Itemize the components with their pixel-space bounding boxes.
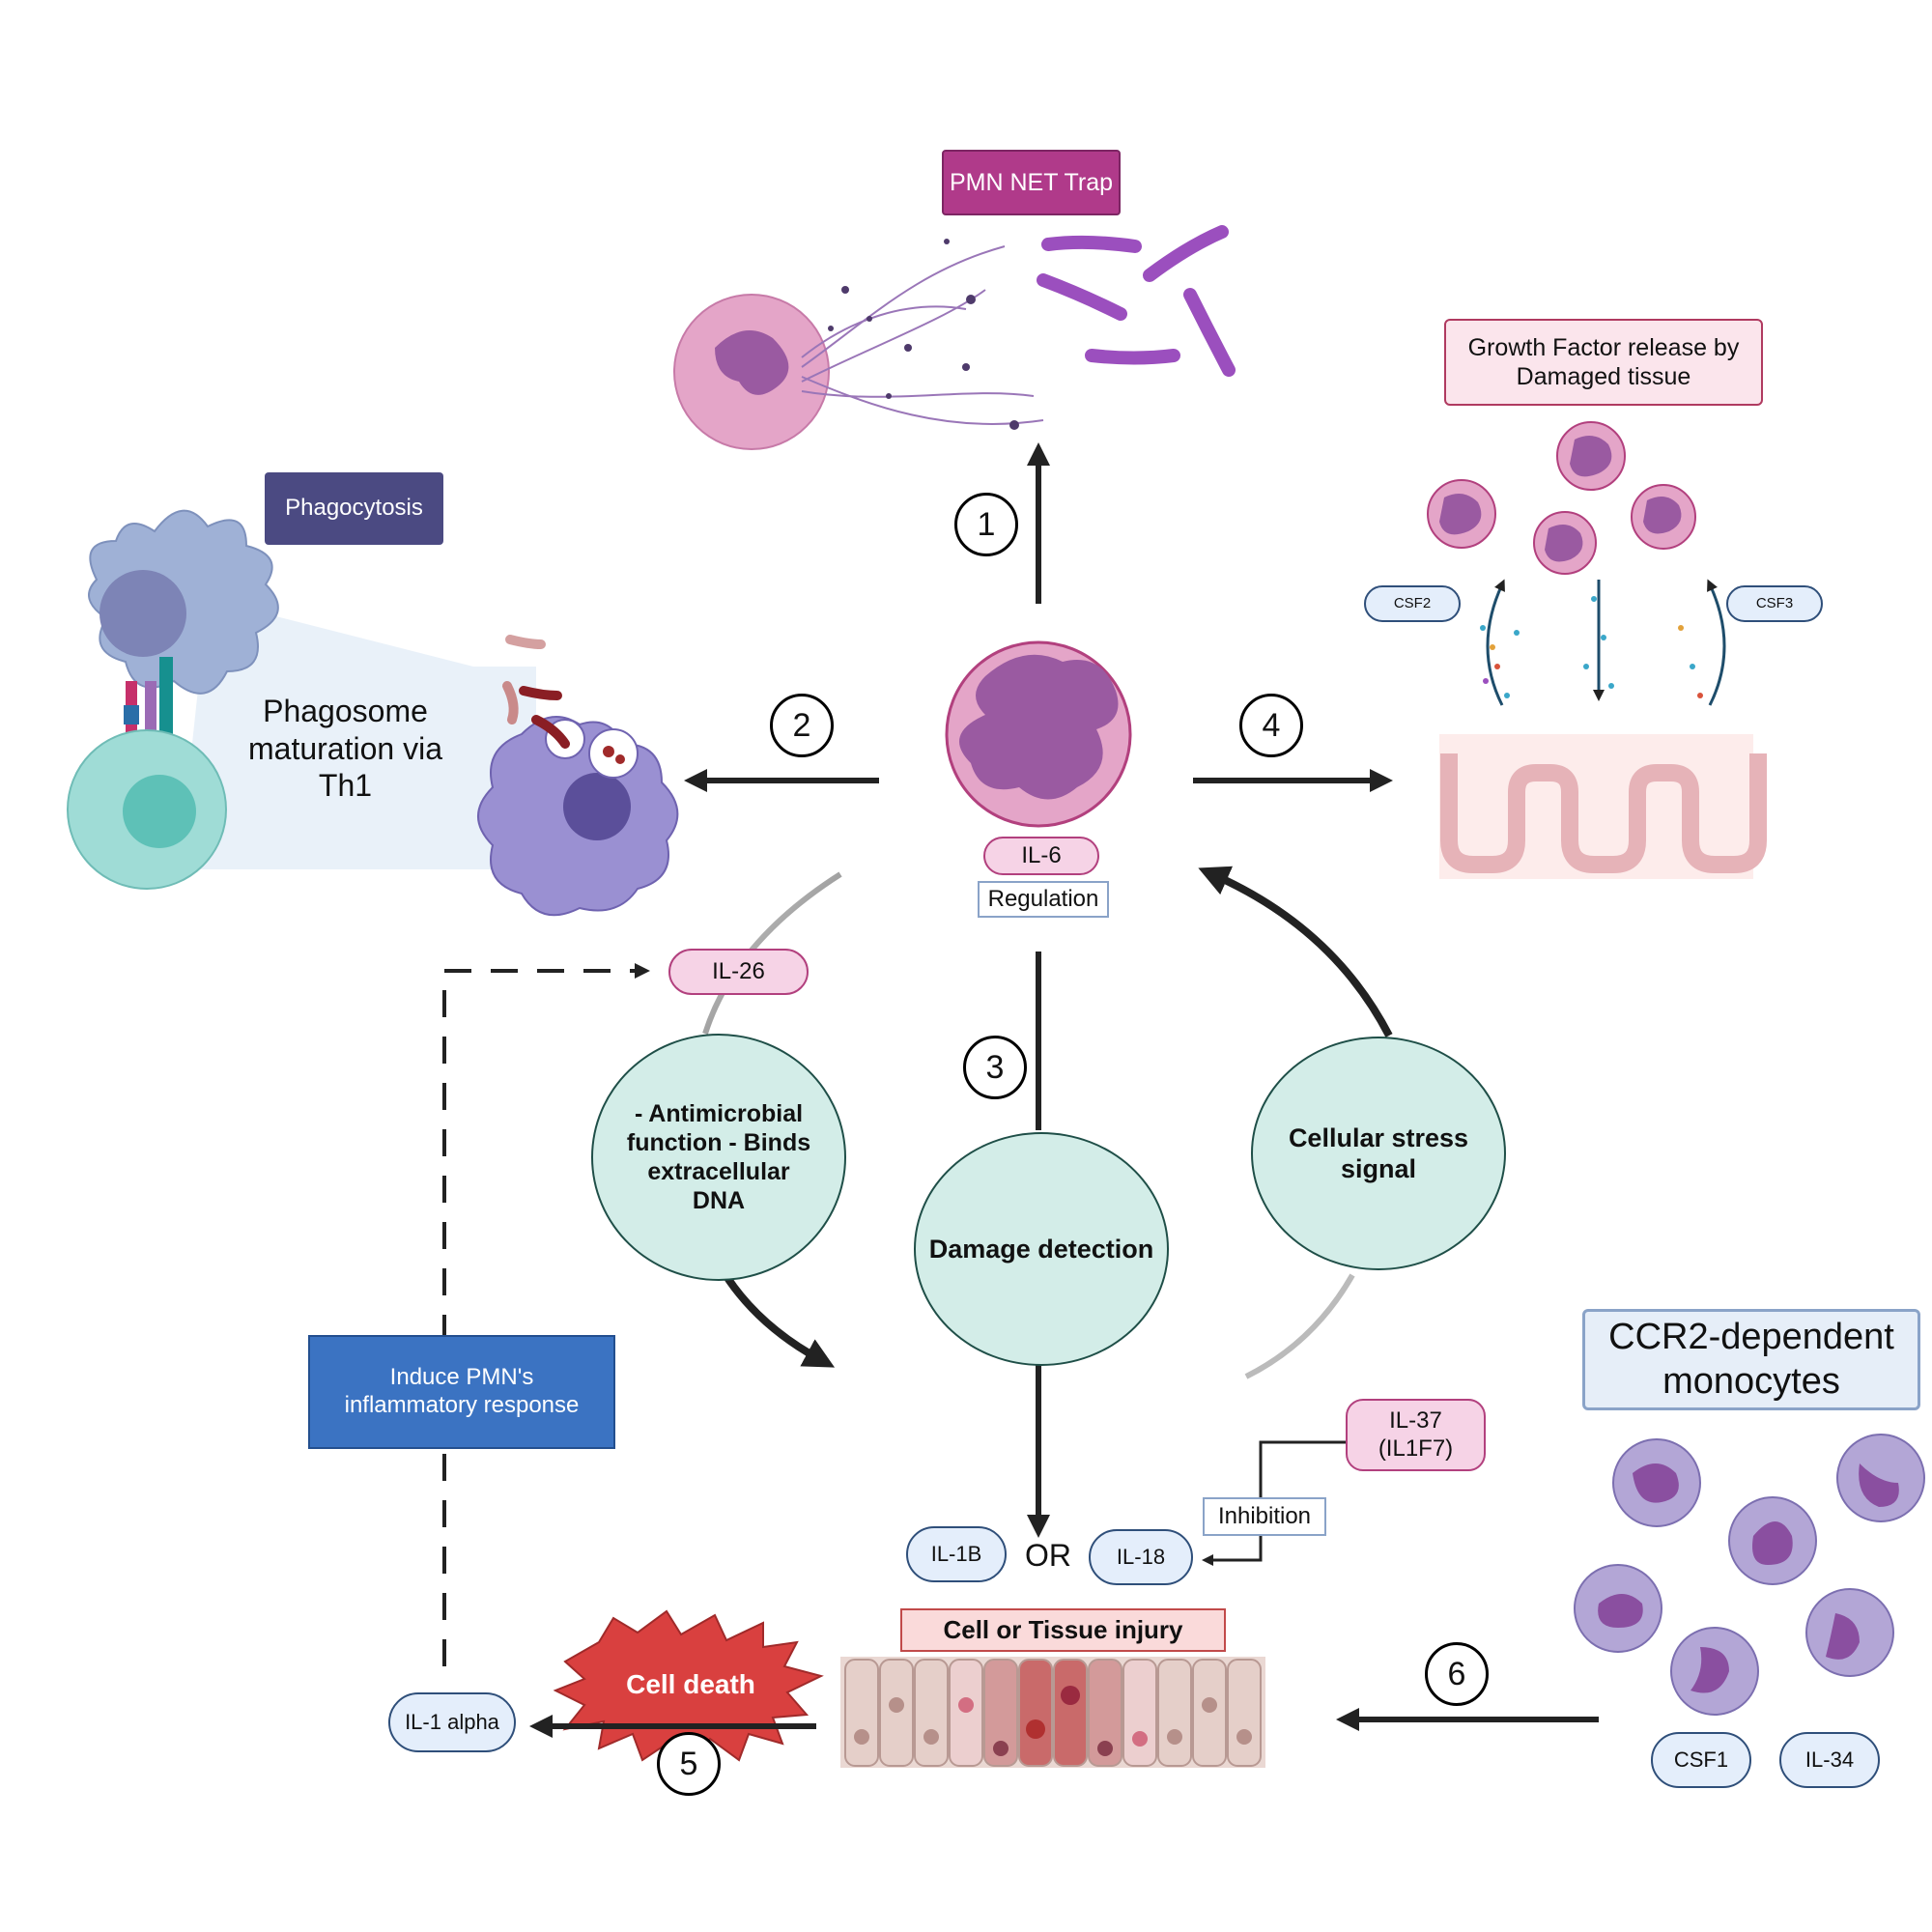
t-cell-icon (67, 729, 227, 890)
damage-detection-circle: Damage detection (914, 1132, 1169, 1366)
inhibition-label: Inhibition (1203, 1497, 1326, 1536)
induce-pmn-box: Induce PMN's inflammatory response (308, 1335, 615, 1449)
step-2-badge: 2 (770, 694, 834, 757)
step-1-badge: 1 (954, 493, 1018, 556)
dashed-feedback-line (442, 963, 650, 1666)
pmn-net-trap-label: PMN NET Trap (942, 150, 1121, 215)
step-4-badge: 4 (1239, 694, 1303, 757)
csf3-curve-arrow (1707, 579, 1726, 706)
net-neutrophil-icon (673, 239, 1044, 450)
il6-pill: IL-6 (983, 837, 1099, 875)
growth-factor-label: Growth Factor release by Damaged tissue (1444, 319, 1763, 406)
step-6-badge: 6 (1425, 1642, 1489, 1706)
csf2-pill: CSF2 (1364, 585, 1461, 622)
step-5-badge: 5 (657, 1732, 721, 1796)
monocyte-nucleus (1598, 1463, 1899, 1693)
central-neutrophil-icon (945, 640, 1132, 828)
antimicrobial-circle: - Antimicrobial function - Binds extrace… (591, 1034, 846, 1281)
phagocytosis-label: Phagocytosis (265, 472, 443, 545)
step-3-badge: 3 (963, 1036, 1027, 1099)
cellular-stress-circle: Cellular stress signal (1251, 1037, 1506, 1270)
il18-pill: IL-18 (1089, 1529, 1193, 1585)
or-label: OR (1025, 1537, 1071, 1573)
phagocytosis-beam (179, 599, 536, 869)
cell-death-label: Cell death (626, 1669, 755, 1700)
csf3-pill: CSF3 (1726, 585, 1823, 622)
il1b-pill: IL-1B (906, 1526, 1007, 1582)
growth-factor-particles (1480, 596, 1703, 698)
cell-tissue-injury-label: Cell or Tissue injury (900, 1608, 1226, 1652)
csf1-pill: CSF1 (1651, 1732, 1751, 1788)
epithelium-icon (840, 1657, 1265, 1768)
ccr2-monocytes-box: CCR2-dependent monocytes (1582, 1309, 1920, 1410)
small-neutrophil-icon (1427, 421, 1696, 575)
il1-alpha-pill: IL-1 alpha (388, 1692, 516, 1752)
macrophage-icon (477, 635, 679, 917)
dendritic-cell-icon (88, 509, 279, 695)
csf2-curve-arrow (1486, 579, 1505, 706)
il26-pill: IL-26 (668, 949, 809, 995)
il34-pill: IL-34 (1779, 1732, 1880, 1788)
il37-pill: IL-37 (IL1F7) (1346, 1399, 1486, 1471)
bacteria-icon (1037, 225, 1236, 377)
cycle-arc-left (702, 871, 842, 1035)
tissue-villi-icon (1439, 734, 1767, 879)
arrow-cellular-stress (1198, 866, 1393, 1037)
regulation-label: Regulation (978, 881, 1109, 918)
phagosome-label: Phagosome maturation via Th1 (248, 694, 442, 804)
cycle-arc-right (1244, 1273, 1355, 1379)
